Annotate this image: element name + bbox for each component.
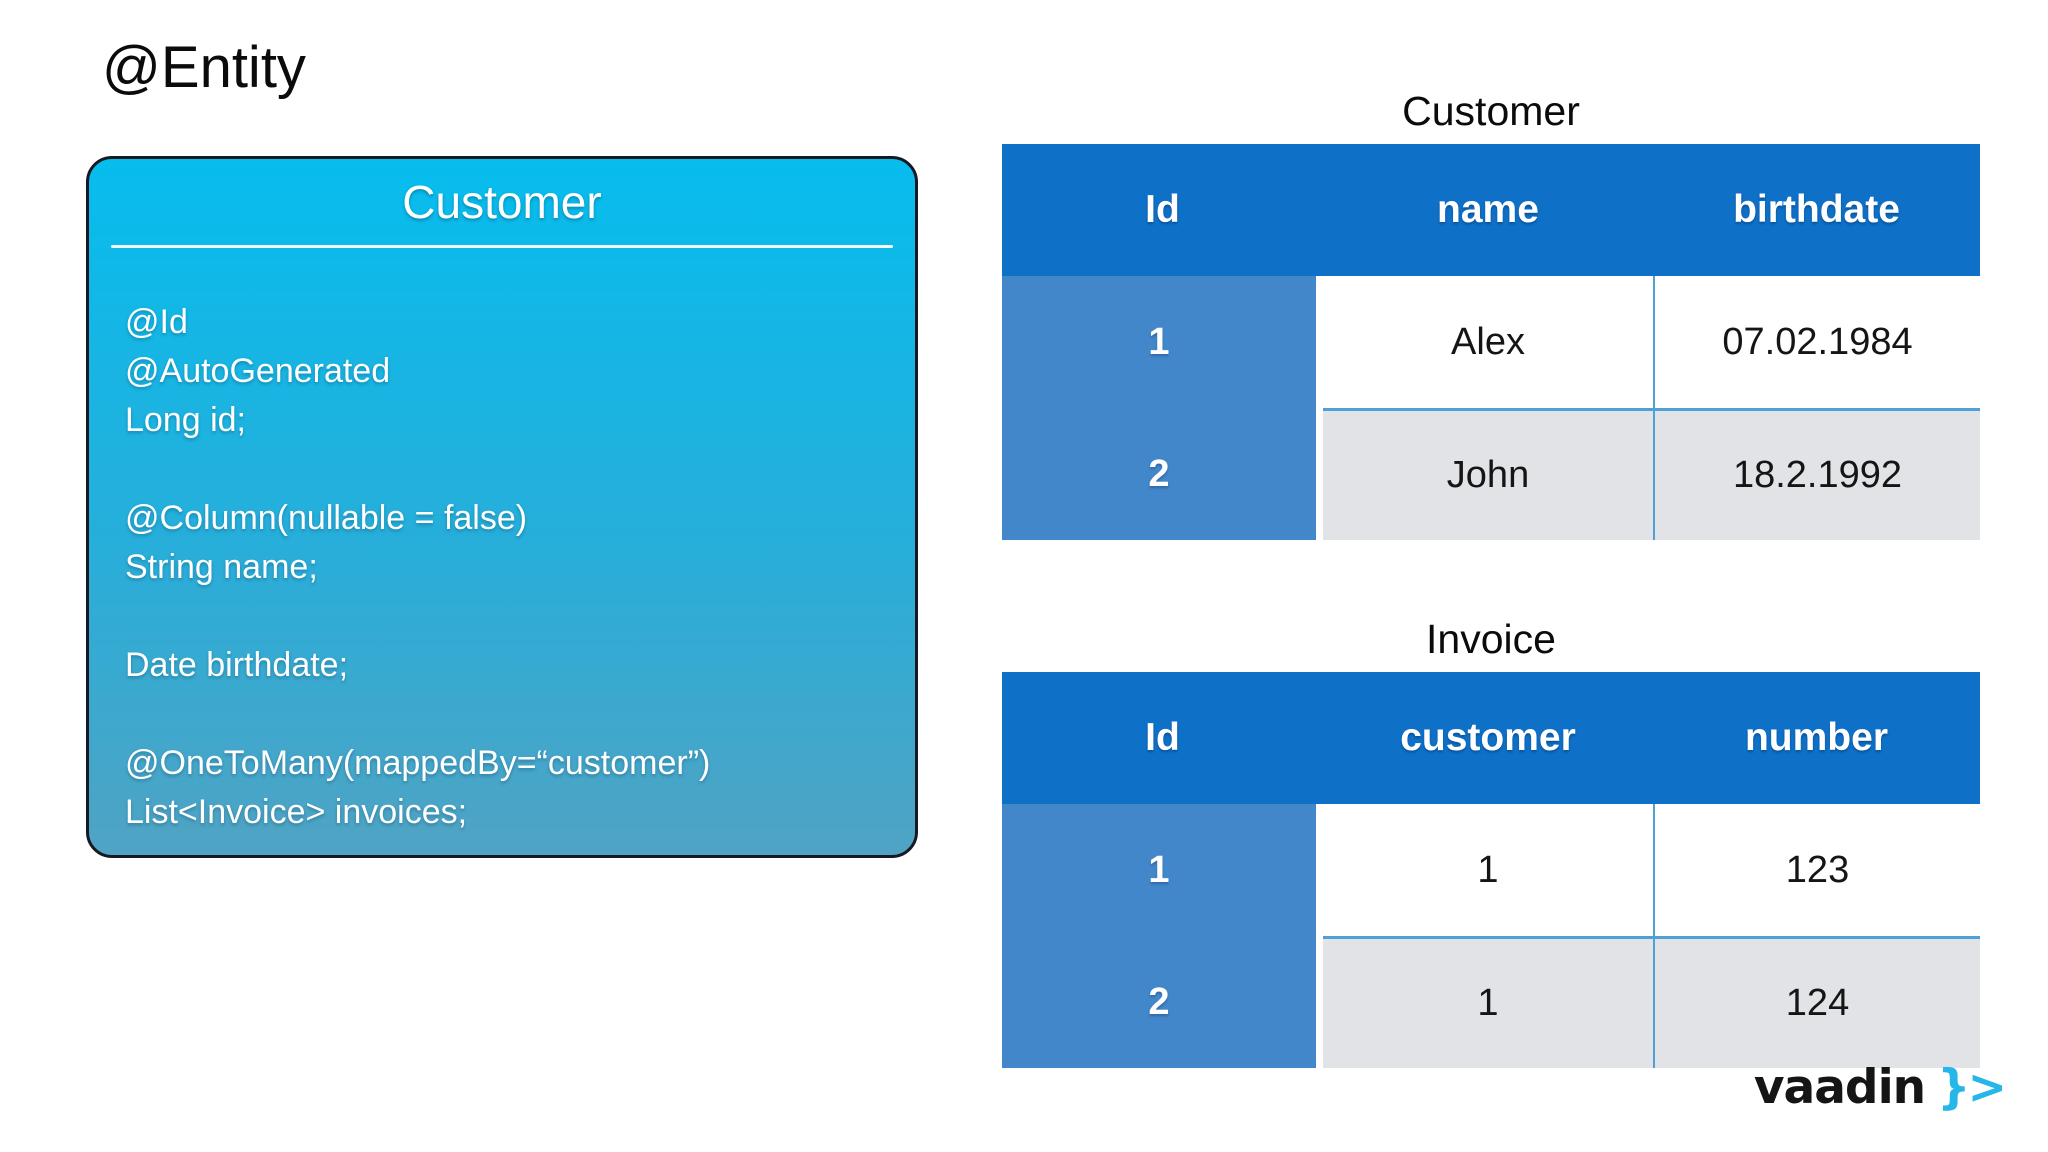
invoice-cell-customer-2: 1 xyxy=(1323,936,1653,1068)
invoice-cell-id-2: 2 xyxy=(1148,980,1170,1023)
customer-cell-id-2: 2 xyxy=(1148,452,1170,495)
invoice-id-column: 1 2 xyxy=(1002,804,1323,1068)
invoice-header-number: number xyxy=(1653,672,1980,804)
vaadin-logo-symbol-icon: }> xyxy=(1937,1060,2007,1115)
customer-id-column: 1 2 xyxy=(1002,276,1323,540)
code-line: @Column(nullable = false) xyxy=(125,499,528,537)
code-line xyxy=(125,690,885,739)
vaadin-logo-text: vaadin xyxy=(1753,1060,1926,1115)
code-line xyxy=(125,445,885,494)
invoice-table-title: Invoice xyxy=(1426,616,1556,662)
invoice-header-customer: customer xyxy=(1323,672,1653,804)
invoice-header-id: Id xyxy=(1002,672,1323,804)
customer-header-id: Id xyxy=(1002,144,1323,276)
code-line: @Id xyxy=(125,303,188,341)
code-line xyxy=(125,592,885,641)
code-line: List<Invoice> invoices; xyxy=(125,793,468,831)
customer-cell-birthdate-2: 18.2.1992 xyxy=(1653,408,1980,540)
vaadin-logo: vaadin }> xyxy=(1753,1060,2007,1115)
invoice-cell-customer-1: 1 xyxy=(1323,804,1653,936)
customer-table-title: Customer xyxy=(1402,88,1580,134)
customer-cell-birthdate-1: 07.02.1984 xyxy=(1653,276,1980,408)
slide-title: @Entity xyxy=(102,35,306,100)
customer-cell-name-2: John xyxy=(1323,408,1653,540)
customer-cell-id-1: 1 xyxy=(1148,320,1170,363)
entity-card: Customer @Id @AutoGenerated Long id; @Co… xyxy=(86,156,918,858)
customer-header-name: name xyxy=(1323,144,1653,276)
entity-card-divider xyxy=(111,245,893,248)
entity-card-title: Customer xyxy=(402,176,602,228)
code-line: @OneToMany(mappedBy=“customer”) xyxy=(125,744,711,782)
customer-header-birthdate: birthdate xyxy=(1653,144,1980,276)
invoice-table: Id customer number 1 2 1 123 1 124 xyxy=(1002,672,1980,1068)
code-line: Date birthdate; xyxy=(125,646,349,684)
code-line: @AutoGenerated xyxy=(125,352,391,390)
code-line: Long id; xyxy=(125,401,246,439)
customer-table: Id name birthdate 1 2 Alex 07.02.1984 Jo… xyxy=(1002,144,1980,540)
invoice-cell-number-2: 124 xyxy=(1653,936,1980,1068)
invoice-cell-number-1: 123 xyxy=(1653,804,1980,936)
customer-cell-name-1: Alex xyxy=(1323,276,1653,408)
invoice-cell-id-1: 1 xyxy=(1148,848,1170,891)
entity-card-code: @Id @AutoGenerated Long id; @Column(null… xyxy=(125,298,885,837)
code-line: String name; xyxy=(125,548,318,586)
